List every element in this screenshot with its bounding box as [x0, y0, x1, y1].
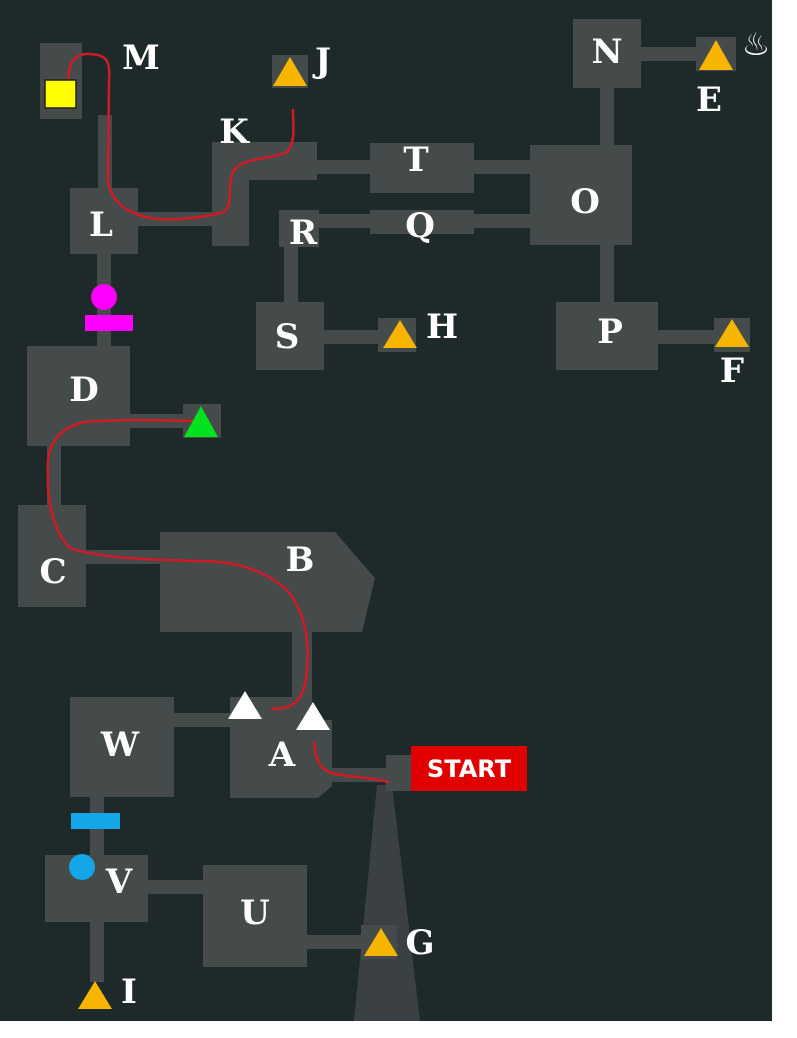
corridor-v-u — [146, 880, 208, 894]
item-marker-i-icon — [78, 981, 112, 1009]
start-label: START — [427, 755, 512, 783]
room-label-p: P — [597, 312, 623, 352]
magenta-bar-icon — [85, 315, 133, 331]
room-t — [370, 143, 474, 193]
room-d — [27, 346, 130, 446]
blue-bar-icon — [71, 813, 120, 829]
room-p — [556, 302, 658, 370]
room-label-t: T — [403, 140, 428, 180]
room-label-a: A — [268, 735, 296, 775]
item-labels: J E H F G I — [121, 41, 744, 1012]
room-label-w: W — [100, 725, 140, 765]
corridor-n-e — [640, 47, 700, 61]
room-u — [203, 865, 307, 967]
room-label-s: S — [275, 317, 300, 357]
item-label-h: H — [426, 307, 458, 347]
corridor-t-o — [470, 160, 532, 174]
route-lower — [46, 418, 309, 711]
room-l — [70, 188, 138, 254]
corridor-s-h — [322, 330, 384, 344]
green-triangle-icon — [184, 406, 218, 437]
corridor-v-i — [90, 920, 104, 982]
white-triangle-icon — [296, 702, 330, 730]
magenta-circle-icon — [91, 284, 117, 310]
room-o — [530, 145, 632, 245]
corridor-w-a — [173, 713, 235, 727]
corridor-o-p — [600, 245, 614, 305]
item-label-j: J — [312, 41, 331, 81]
room-w — [70, 697, 174, 797]
room-label-r: R — [289, 213, 318, 253]
rooms — [18, 19, 750, 967]
hot-spring-icon: ♨ — [742, 25, 771, 63]
room-b — [160, 532, 375, 632]
room-label-c: C — [39, 552, 66, 592]
room-n — [573, 19, 641, 88]
room-v — [45, 855, 148, 922]
item-marker-f-icon — [715, 319, 749, 347]
item-label-i: I — [121, 972, 137, 1012]
room-r — [279, 210, 319, 247]
corridor-n-o — [600, 85, 614, 147]
item-label-f: F — [720, 351, 744, 391]
room-label-d: D — [69, 370, 98, 410]
corridor-p-f — [656, 330, 720, 344]
item-marker-g-icon — [364, 928, 398, 956]
room-label-n: N — [591, 32, 622, 72]
route-start — [312, 741, 390, 784]
start-badge-box — [411, 746, 527, 791]
corridor-k-t — [310, 160, 372, 174]
room-q — [370, 210, 474, 234]
light-beam — [354, 785, 420, 1021]
item-marker-e-icon — [699, 40, 733, 70]
room-labels: M K L R T Q N O P S D C B W A V U — [39, 32, 622, 933]
route-upper — [60, 52, 295, 221]
corridor-r-s — [284, 245, 298, 305]
yellow-square-icon — [44, 79, 77, 109]
room-s — [256, 302, 324, 370]
item-marker-j-icon — [273, 57, 307, 86]
room-label-b: B — [286, 540, 315, 580]
room-label-u: U — [240, 893, 270, 933]
start-badge: START — [411, 746, 527, 791]
corridor-q-o — [470, 214, 532, 228]
corridor-d-c — [47, 445, 61, 507]
item-label-g: G — [405, 923, 434, 963]
item-marker-h-icon — [383, 320, 417, 348]
room-label-k: K — [219, 112, 250, 152]
room-c — [18, 505, 86, 607]
blue-circle-icon — [69, 854, 95, 880]
room-label-v: V — [105, 862, 133, 902]
corridor-r-q — [305, 214, 375, 228]
room-label-q: Q — [405, 206, 435, 246]
room-label-l: L — [89, 205, 113, 245]
white-triangle-icon — [228, 691, 262, 719]
corridor-m-l — [98, 115, 112, 190]
corridor-u-g — [305, 935, 367, 949]
room-label-o: O — [570, 182, 600, 222]
item-label-e: E — [696, 80, 722, 120]
room-label-m: M — [122, 38, 160, 78]
